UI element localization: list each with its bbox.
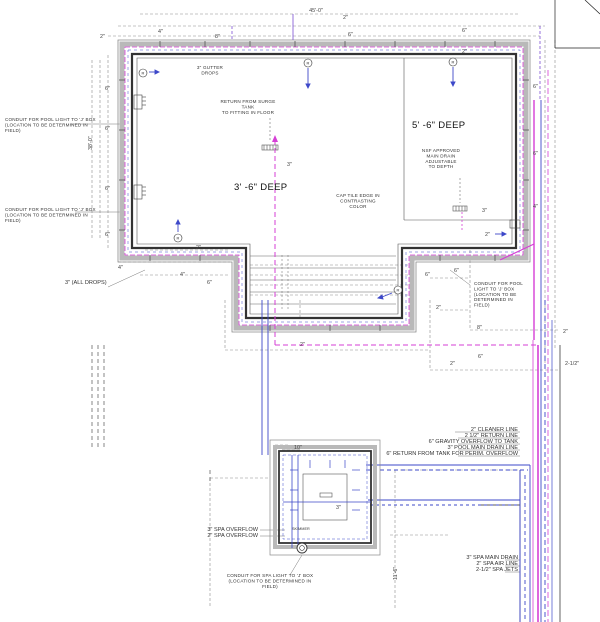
dim-label: 6" xyxy=(348,32,353,38)
spa-wall xyxy=(278,450,372,544)
dim-label: 4" xyxy=(118,265,123,271)
dim-label: 4" xyxy=(158,29,163,35)
legend-line: 6" RETURN FROM TANK FOR PERIM. OVERFLOW xyxy=(386,451,518,457)
skimmer-icon xyxy=(296,542,308,554)
dim-label: 2-1/2" xyxy=(565,361,579,367)
dim-label: 4" xyxy=(180,272,185,278)
legend-line: 2 1/2" RETURN LINE xyxy=(465,433,519,439)
dim-top: 45'-0" xyxy=(309,8,323,14)
return-flow-arrows xyxy=(149,67,508,300)
dim-label: 2" xyxy=(462,49,467,55)
spa-bench-outline xyxy=(282,454,368,540)
dim-label: 2" xyxy=(300,342,305,348)
spa-overflow-label-2: 2" SPA OVERFLOW xyxy=(207,533,258,539)
dim-label: 3" xyxy=(482,208,487,214)
dim-label: 6" xyxy=(105,126,110,132)
dim-label: 2" xyxy=(343,15,348,21)
svg-text:R: R xyxy=(397,288,400,293)
spa-coping xyxy=(273,445,377,549)
pool-wall xyxy=(130,52,518,320)
dim-label: 8" xyxy=(215,34,220,40)
skimmer-label: SKIMMER xyxy=(292,527,310,531)
dim-label: 6" xyxy=(478,354,483,360)
gutter-drops xyxy=(119,41,529,331)
dim-label: 2" xyxy=(485,232,490,238)
dim-label: 6" xyxy=(105,232,110,238)
leader-lines xyxy=(70,123,520,576)
spa-overflow-label-1: 3" SPA OVERFLOW xyxy=(207,527,258,533)
dim-label: 6" xyxy=(425,272,430,278)
overflow-arrow xyxy=(272,135,278,142)
pool-deck-outline xyxy=(117,39,531,333)
dim-label: 6" xyxy=(105,86,110,92)
dim-label: 11'-6" xyxy=(393,567,399,580)
main-drain-grate-icon xyxy=(261,144,468,212)
deep-depth-label: 5' -6" DEEP xyxy=(412,120,465,131)
dim-label: 2" xyxy=(436,305,441,311)
spa-piping xyxy=(283,455,371,548)
svg-text:R: R xyxy=(177,236,180,241)
pool-steps xyxy=(250,255,396,305)
pool-coping-band xyxy=(119,41,529,331)
pool-wall-inner xyxy=(136,57,513,315)
conduit-note-spa: CONDUIT FOR SPA LIGHT TO 'J' BOX(LOCATIO… xyxy=(227,573,314,589)
legend-line: 2" CLEANER LINE xyxy=(471,427,518,433)
conduit-note-left-top: CONDUIT FOR POOL LIGHT TO 'J' BOX(LOCATI… xyxy=(5,117,96,133)
svg-text:R: R xyxy=(142,71,145,76)
site-lines xyxy=(478,0,600,622)
drops-label: 3" (ALL DROPS) xyxy=(65,280,107,286)
gutter-line xyxy=(124,46,524,326)
step-gutter-marks xyxy=(281,255,289,310)
perimeter-return-line xyxy=(127,49,521,323)
pool-light-icon xyxy=(133,94,521,229)
dim-label: 2" xyxy=(450,361,455,367)
legend-line: 3" POOL MAIN DRAIN LINE xyxy=(448,445,519,451)
dim-label: 2" xyxy=(100,34,105,40)
shallow-depth-label: 3' -6" DEEP xyxy=(234,182,287,193)
dim-label: 6" xyxy=(533,151,538,157)
legend-line: 3" SPA MAIN DRAIN xyxy=(466,555,518,561)
dim-label: 4" xyxy=(533,204,538,210)
dim-label: 6" xyxy=(462,28,467,34)
margin-marks xyxy=(91,345,211,482)
pool-line-legend: 2" CLEANER LINE 2 1/2" RETURN LINE 6" GR… xyxy=(386,427,518,457)
dim-label: 6" xyxy=(454,268,459,274)
dim-label: 38'-0" xyxy=(88,136,94,150)
dim-label: 2" xyxy=(196,245,201,251)
dim-label: 2" xyxy=(563,329,568,335)
legend-line: 2" SPA AIR LINE xyxy=(476,561,518,567)
svg-text:R: R xyxy=(307,61,310,66)
spa-floor xyxy=(302,473,348,521)
spa-jets xyxy=(290,460,360,511)
blue-return-piping xyxy=(261,100,553,622)
pink-overflow-piping xyxy=(274,70,549,622)
dimension-labels: 45'-0" 2" 2" 4" 8" 6" 6" 2" 6" 6" 6" 6" … xyxy=(88,8,579,580)
dim-label: 3" xyxy=(287,162,292,168)
spa-deck-outline xyxy=(269,439,381,556)
dim-label: 6" xyxy=(105,186,110,192)
dim-label: 3" xyxy=(336,505,341,511)
legend-line: 2-1/2" SPA JETS xyxy=(476,567,518,573)
spa-drain-grate-icon xyxy=(319,492,333,498)
dim-label: 6" xyxy=(533,84,538,90)
legend-line: 6" GRAVITY OVERFLOW TO TANK xyxy=(429,439,519,445)
spa-line-legend: 3" SPA MAIN DRAIN 2" SPA AIR LINE 2-1/2"… xyxy=(466,555,518,573)
dimension-lines xyxy=(91,13,560,610)
dim-label: 10" xyxy=(294,445,302,451)
dim-label: 6" xyxy=(207,280,212,286)
conduit-note-left-mid: CONDUIT FOR POOL LIGHT TO 'J' BOX(LOCATI… xyxy=(5,207,96,223)
svg-text:R: R xyxy=(452,60,455,65)
dim-label: 8" xyxy=(477,325,482,331)
purple-main-lines xyxy=(231,14,541,100)
